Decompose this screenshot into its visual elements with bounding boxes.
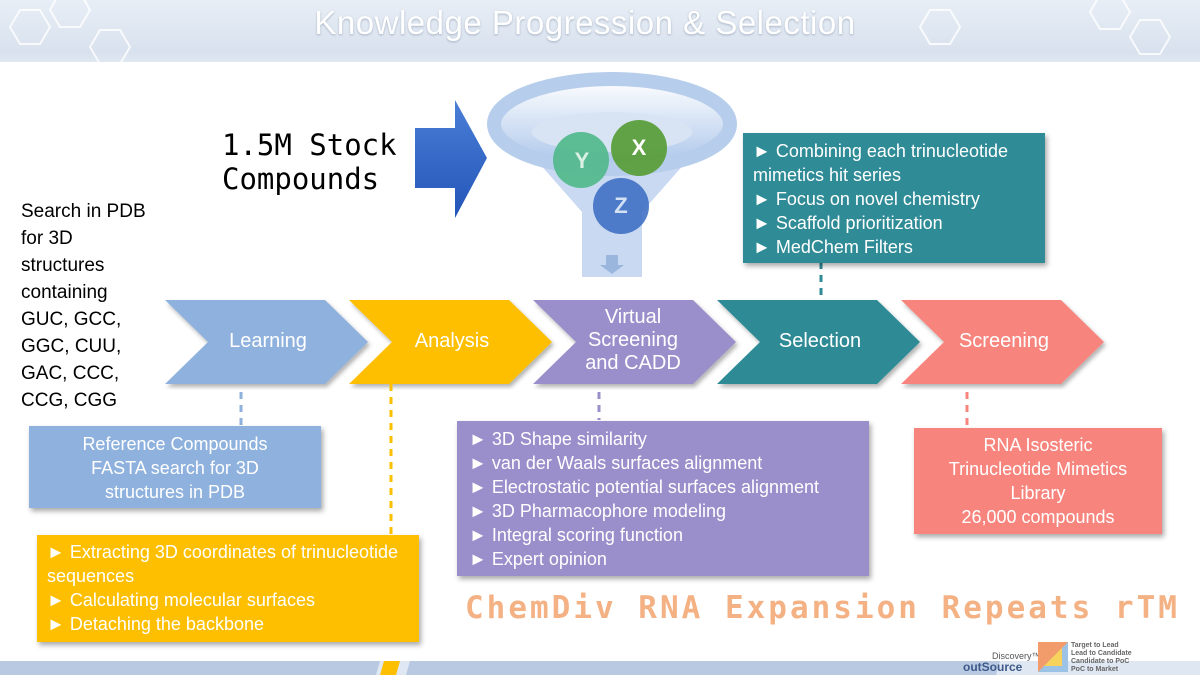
bullet-icon: ► <box>469 429 487 449</box>
title-banner: Knowledge Progression & Selection <box>0 0 1200 62</box>
selection-item: ► Combining each trinucleotide mimetics … <box>753 139 1035 187</box>
analysis-item-text: Detaching the backbone <box>69 614 264 634</box>
logo-tag-line: PoC to Market <box>1071 666 1119 673</box>
library-box: RNA Isosteric Trinucleotide Mimetics Lib… <box>914 428 1162 534</box>
stage-virtual-screening-label: Virtual Screening and CADD <box>568 306 698 375</box>
vs-item: ► Integral scoring function <box>469 523 857 547</box>
vs-item-text: Electrostatic potential surfaces alignme… <box>491 477 820 497</box>
stage-selection-label: Selection <box>778 330 862 352</box>
ball-x-label: X <box>631 135 647 160</box>
ball-y-label: Y <box>574 148 590 173</box>
stage-screening-label: Screening <box>958 330 1050 352</box>
library-line: RNA Isosteric <box>983 435 1093 455</box>
vs-item: ► Expert opinion <box>469 547 857 571</box>
stage-label-line: Virtual <box>604 306 662 328</box>
pdb-line: Search in PDB <box>21 201 146 222</box>
logo-tag-line: Candidate to PoC <box>1071 658 1130 665</box>
selection-item: ► MedChem Filters <box>753 235 1035 259</box>
selection-item-text: MedChem Filters <box>775 237 913 257</box>
analysis-item-text: Calculating molecular surfaces <box>69 590 315 610</box>
vs-item-text: Integral scoring function <box>491 525 683 545</box>
analysis-item: ► Calculating molecular surfaces <box>47 588 409 612</box>
pdb-search-text: Search in PDB for 3D structures containi… <box>21 198 171 414</box>
logo-brand-bottom: outSource <box>963 660 1023 674</box>
hexagon-pattern-left <box>8 0 132 62</box>
library-line: Trinucleotide Mimetics <box>948 459 1128 479</box>
logo-tag-line: Target to Lead <box>1071 642 1119 649</box>
bullet-icon: ► <box>753 141 771 161</box>
chemdiv-library-caption: ChemDiv RNA Expansion Repeats rTM Li <box>465 590 1200 626</box>
stage-chevron-analysis <box>349 300 552 384</box>
stage-label-line: Screening <box>587 329 679 351</box>
reference-compounds-box: Reference Compounds FASTA search for 3D … <box>29 426 321 508</box>
ball-z-label: Z <box>614 193 628 218</box>
analysis-details-box: ► Extracting 3D coordinates of trinucleo… <box>37 535 419 642</box>
vs-item: ► 3D Shape similarity <box>469 427 857 451</box>
virtual-screening-details-box: ► 3D Shape similarity ► van der Waals su… <box>457 421 869 576</box>
selection-item: ► Focus on novel chemistry <box>753 187 1035 211</box>
logo-tagline: Target to Lead Lead to Candidate Candida… <box>1071 642 1132 674</box>
bullet-icon: ► <box>469 453 487 473</box>
stock-line-1: 1.5M Stock <box>222 128 397 162</box>
reference-line: Reference Compounds <box>82 434 268 454</box>
selection-item-text: Combining each trinucleotide mimetics hi… <box>753 141 1008 185</box>
funnel-balls <box>553 120 667 234</box>
selection-item: ► Scaffold prioritization <box>753 211 1035 235</box>
vs-item: ► van der Waals surfaces alignment <box>469 451 857 475</box>
library-line: Library <box>1010 483 1066 503</box>
bottom-stripes <box>0 661 1200 675</box>
selection-details-box: ► Combining each trinucleotide mimetics … <box>743 133 1045 263</box>
stock-line-2: Compounds <box>222 162 380 196</box>
stage-chevron-virtual-screening <box>533 300 736 384</box>
page-title: Knowledge Progression & Selection <box>314 4 856 41</box>
selection-item-text: Focus on novel chemistry <box>775 189 980 209</box>
bullet-icon: ► <box>469 525 487 545</box>
library-line: 26,000 compounds <box>961 507 1115 527</box>
stage-analysis-label: Analysis <box>414 330 490 352</box>
selection-item-text: Scaffold prioritization <box>775 213 943 233</box>
pdb-line: GUC, GCC, <box>21 309 122 330</box>
bullet-icon: ► <box>753 237 771 257</box>
stock-arrow-icon <box>415 100 487 218</box>
bullet-icon: ► <box>753 213 771 233</box>
pdb-line: GAC, CCC, <box>21 363 120 384</box>
pdb-line: containing <box>21 282 108 303</box>
pdb-line: for 3D <box>21 228 73 249</box>
bullet-icon: ► <box>469 501 487 521</box>
bullet-icon: ► <box>469 549 487 569</box>
analysis-item: ► Detaching the backbone <box>47 612 409 636</box>
reference-line: structures in PDB <box>104 482 246 502</box>
logo-brand-top: Discovery™ <box>992 651 1041 661</box>
pdb-line: structures <box>21 255 105 276</box>
vs-item-text: Expert opinion <box>491 549 607 569</box>
vs-item-text: van der Waals surfaces alignment <box>491 453 763 473</box>
logo-icon <box>1038 642 1068 672</box>
bullet-icon: ► <box>47 542 65 562</box>
bullet-icon: ► <box>753 189 771 209</box>
stage-chevrons <box>165 300 1104 384</box>
vs-item: ► Electrostatic potential surfaces align… <box>469 475 857 499</box>
vs-item-text: 3D Shape similarity <box>491 429 647 449</box>
logo-tag-line: Lead to Candidate <box>1071 650 1132 657</box>
stage-label-line: and CADD <box>585 352 681 374</box>
pdb-line: CCG, CGG <box>21 390 118 411</box>
bullet-icon: ► <box>469 477 487 497</box>
analysis-item-text: Extracting 3D coordinates of trinucleoti… <box>47 542 399 586</box>
reference-line: FASTA search for 3D <box>91 458 259 478</box>
stage-chevron-screening <box>901 300 1104 384</box>
stage-chevron-learning <box>165 300 368 384</box>
vs-item: ► 3D Pharmacophore modeling <box>469 499 857 523</box>
bullet-icon: ► <box>47 590 65 610</box>
vs-item-text: 3D Pharmacophore modeling <box>491 501 726 521</box>
stock-compounds-label: 1.5M Stock Compounds <box>222 128 397 196</box>
stage-learning-label: Learning <box>229 330 307 352</box>
bullet-icon: ► <box>47 614 65 634</box>
pdb-line: GGC, CUU, <box>21 336 122 357</box>
stage-chevron-selection <box>717 300 920 384</box>
analysis-item: ► Extracting 3D coordinates of trinucleo… <box>47 540 409 588</box>
